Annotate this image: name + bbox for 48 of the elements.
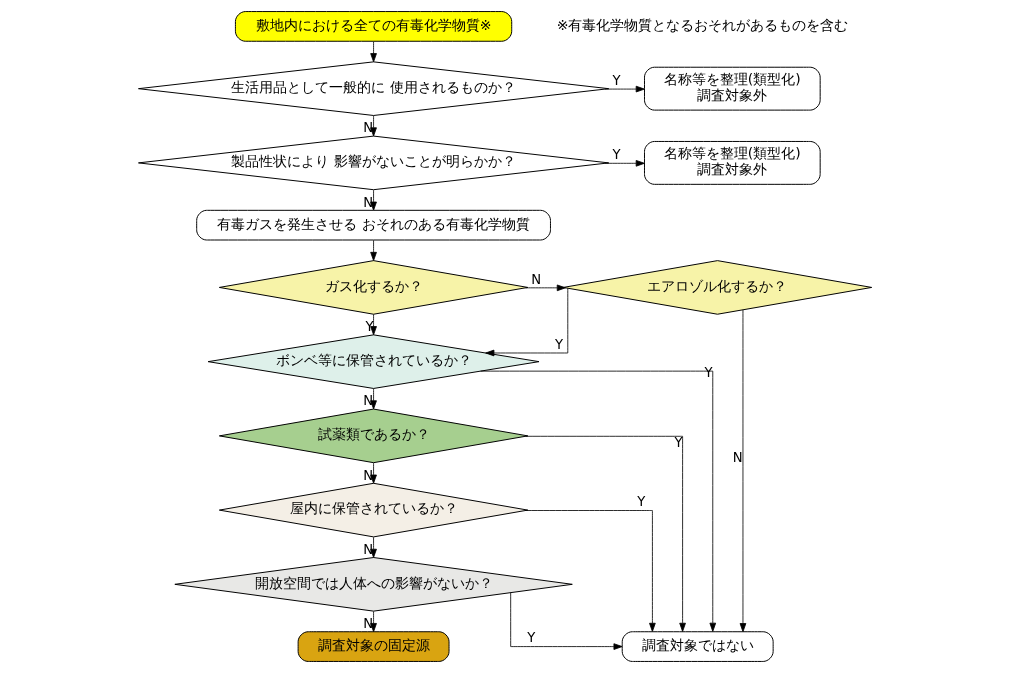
edge-label: N	[362, 467, 373, 483]
arrow	[369, 115, 377, 137]
node-box: 有毒ガスを発生させる おそれのある有毒化学物質	[195, 209, 551, 241]
arrow	[524, 284, 566, 292]
node-diamond: 屋内に保管されているか？	[218, 482, 528, 538]
node-diamond: 試薬類であるか？	[218, 408, 528, 464]
arrow	[369, 536, 377, 558]
arrow	[604, 160, 645, 167]
edge-label: Y	[554, 336, 563, 352]
node-box: 敷地内における全ての有毒化学物質※	[234, 11, 512, 42]
arrow	[509, 592, 623, 650]
arrow	[524, 435, 686, 632]
node-box: 名称等を整理(類型化) 調査対象外	[643, 66, 821, 111]
node-diamond: エアロゾル化するか？	[562, 260, 872, 315]
edge-label: N	[362, 393, 373, 409]
node-diamond: 製品性状により 影響がないことが明らかか？	[137, 135, 609, 191]
arrow	[369, 462, 377, 484]
edge-label: N	[362, 541, 373, 557]
edge-label: Y	[611, 147, 621, 163]
node-diamond: ガス化するか？	[218, 260, 528, 315]
arrow	[369, 239, 377, 261]
arrow	[369, 611, 377, 633]
edge-label: Y	[611, 72, 621, 88]
node-diamond: ボンベ等に保管されているか？	[207, 334, 539, 389]
edge-label: Y	[704, 364, 713, 380]
edge-label: N	[362, 194, 373, 210]
edge-label: N	[362, 120, 373, 136]
arrow	[524, 510, 656, 632]
label: ※有毒化学物質となるおそれがあるものを含む	[556, 16, 849, 33]
edge-label: N	[732, 450, 743, 466]
node-box: 名称等を整理(類型化) 調査対象外	[643, 140, 821, 185]
edge-label: Y	[526, 630, 535, 646]
edge-label: Y	[364, 319, 373, 335]
node-box: 調査対象の固定源	[297, 631, 450, 662]
arrow	[369, 388, 377, 410]
edge-label: N	[362, 616, 373, 632]
arrow	[739, 309, 746, 633]
arrow	[369, 314, 377, 336]
edge-label: Y	[636, 494, 645, 510]
edge-label: Y	[673, 434, 682, 450]
arrow	[479, 370, 716, 632]
arrow	[484, 287, 568, 357]
arrow	[604, 85, 645, 93]
node-diamond: 開放空間では人体への影響がないか？	[173, 557, 573, 612]
node-box: 調査対象ではない	[621, 631, 774, 662]
arrow	[369, 41, 377, 63]
arrow	[369, 189, 377, 211]
edge-label: N	[530, 271, 541, 287]
